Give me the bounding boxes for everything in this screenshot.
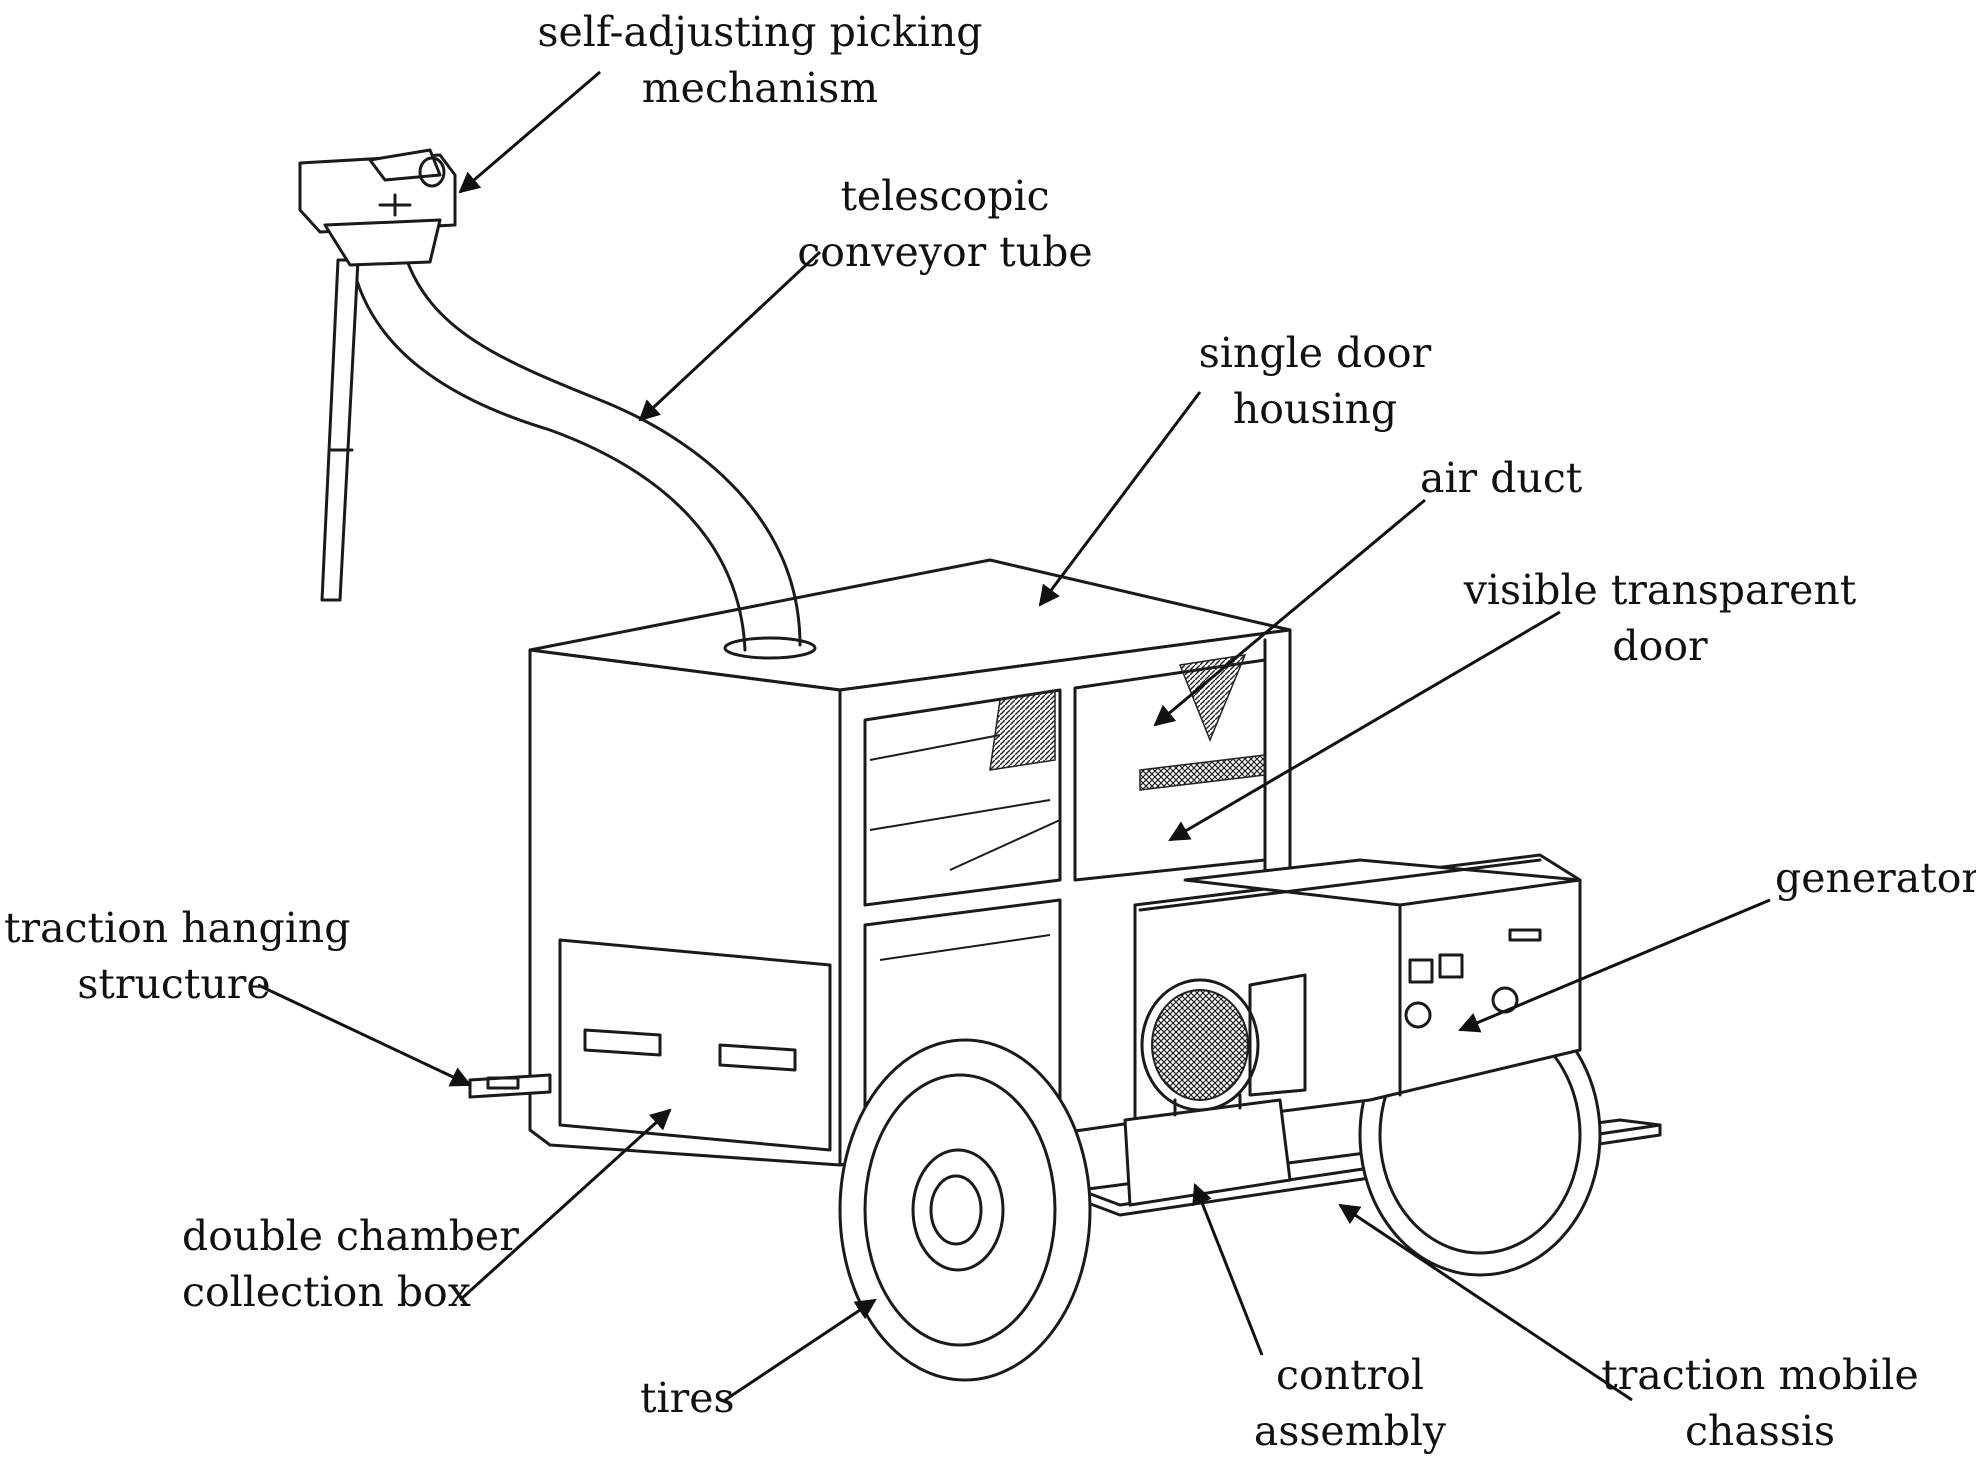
leader-housing [1038, 391, 1202, 607]
label-traction-hanging-line1: traction hanging [4, 904, 351, 952]
leader-picking [458, 70, 601, 194]
label-tires-line1: tires [640, 1374, 735, 1422]
leader-traction-hanging [257, 983, 472, 1087]
leader-lines [257, 70, 1771, 1402]
label-traction-hanging-line2: structure [77, 960, 271, 1008]
label-conveyor-tube: telescopic conveyor tube [795, 168, 1095, 280]
label-transparent-door-line2: door [1612, 622, 1708, 670]
label-generator-line1: generator [1775, 854, 1976, 902]
label-picking-line1: self-adjusting picking [537, 8, 983, 56]
label-air-duct-line1: air duct [1420, 454, 1583, 502]
label-single-door-housing: single door housing [1160, 325, 1470, 437]
label-conveyor-line1: telescopic [840, 172, 1050, 220]
label-generator: generator [1775, 850, 1976, 906]
label-picking-line2: mechanism [641, 64, 879, 112]
hitch-drawing [468, 1073, 552, 1099]
label-conveyor-line2: conveyor tube [797, 228, 1093, 276]
generator-drawing [1123, 853, 1582, 1207]
leader-collection-box [458, 1108, 672, 1302]
picking-head-drawing [298, 148, 457, 267]
label-collection-box-line1: double chamber [182, 1212, 519, 1260]
label-air-duct: air duct [1420, 450, 1582, 506]
label-control-line1: control [1276, 1351, 1424, 1399]
label-collection-box-line2: collection box [182, 1268, 471, 1316]
leader-chassis [1338, 1203, 1633, 1402]
label-control-assembly: control assembly [1245, 1347, 1455, 1459]
label-traction-mobile-chassis: traction mobile chassis [1600, 1347, 1920, 1459]
label-chassis-line2: chassis [1684, 1407, 1836, 1455]
front-tire-drawing [838, 1038, 1092, 1382]
label-chassis-line1: traction mobile [1601, 1351, 1919, 1399]
leader-transparent-door [1168, 610, 1561, 842]
leader-generator [1458, 898, 1771, 1033]
label-picking-mechanism: self-adjusting picking mechanism [520, 4, 1000, 116]
label-control-line2: assembly [1253, 1407, 1447, 1455]
leader-air-duct [1153, 498, 1426, 727]
label-collection-box: double chamber collection box [182, 1208, 519, 1320]
label-housing-line2: housing [1232, 385, 1398, 433]
leader-tires [724, 1298, 877, 1402]
leader-conveyor [638, 250, 822, 422]
label-transparent-door-line1: visible transparent [1463, 566, 1857, 614]
label-transparent-door: visible transparent door [1455, 562, 1865, 674]
label-traction-hanging-structure: traction hanging structure [4, 900, 351, 1012]
conveyor-tube-drawing [320, 253, 802, 652]
leader-control [1192, 1183, 1264, 1356]
label-tires: tires [640, 1370, 735, 1426]
label-housing-line1: single door [1198, 329, 1432, 377]
